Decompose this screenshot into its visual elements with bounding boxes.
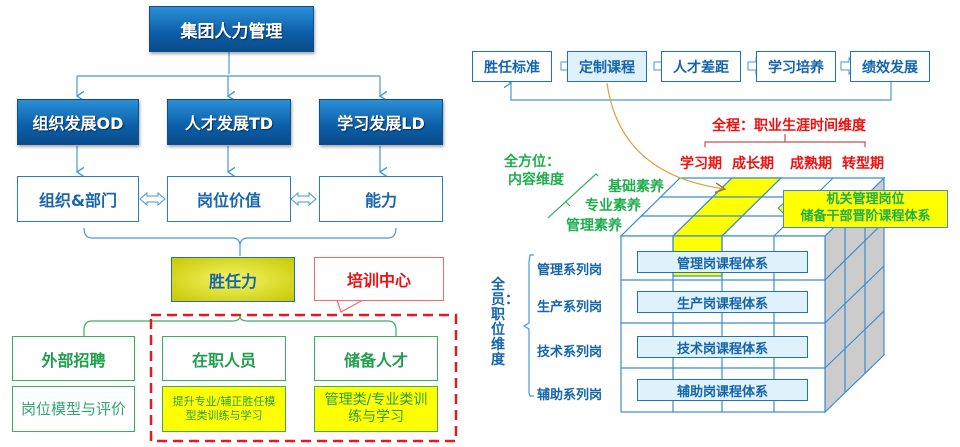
detail-reserve-talent: 管理类/专业类训练与学习 (314, 386, 438, 432)
period-transition: 转型期 (842, 156, 884, 172)
row-label-management: 管理系列岗 (537, 263, 603, 278)
detail-current-staff: 提升专业/辅正胜任模型类训练与学习 (162, 386, 286, 432)
flow-step-competency-standard: 胜任标准 (472, 51, 552, 82)
training-center-region (149, 313, 458, 443)
node-position-value: 岗位价值 (167, 176, 291, 222)
training-center-callout: 培训中心 (314, 257, 444, 301)
callout-line-2: 储备干部晋阶课程体系 (800, 209, 931, 224)
group-external-hire: 外部招聘 (12, 336, 135, 381)
group-current-staff: 在职人员 (162, 336, 286, 381)
node-ld: 学习发展LD (319, 99, 443, 145)
tree-connectors (77, 52, 397, 256)
row-label-technical: 技术系列岗 (537, 345, 603, 360)
period-learning: 学习期 (680, 156, 722, 172)
curved-arrow (606, 82, 725, 189)
course-management: 管理岗课程体系 (637, 251, 808, 273)
callout-line-1: 机关管理岗位 (826, 192, 905, 208)
group-reserve-talent: 储备人才 (314, 336, 438, 381)
course-production: 生产岗课程体系 (637, 291, 808, 313)
content-item-management: 管理素养 (566, 218, 622, 234)
detail-external-hire: 岗位模型与评价 (12, 386, 135, 432)
node-org-dept: 组织&部门 (17, 176, 139, 222)
flow-step-learning: 学习培养 (756, 51, 836, 82)
row-label-production: 生产系列岗 (537, 300, 603, 315)
content-item-professional: 专业素养 (585, 198, 641, 214)
course-auxiliary: 辅助岗课程体系 (637, 379, 808, 401)
time-dimension-title: 全程：职业生涯时间维度 (712, 118, 866, 134)
content-dimension-title-2: 内容维度 (508, 172, 564, 188)
feedback-loop (511, 81, 892, 101)
content-item-basic: 基础素养 (608, 179, 664, 195)
node-td: 人才发展TD (167, 99, 291, 145)
reserve-cadre-callout: 机关管理岗位 储备干部晋阶课程体系 (783, 190, 948, 228)
node-ability: 能力 (319, 176, 443, 222)
course-technical: 技术岗课程体系 (637, 336, 808, 358)
flow-step-performance: 绩效发展 (850, 51, 930, 82)
period-mature: 成熟期 (790, 156, 832, 172)
row-label-auxiliary: 辅助系列岗 (537, 388, 603, 403)
period-growth: 成长期 (732, 156, 774, 172)
flow-step-talent-gap: 人才差距 (661, 51, 741, 82)
double-arrow-icon (139, 191, 317, 207)
flow-step-custom-course: 定制课程 (567, 51, 647, 82)
node-od: 组织发展OD (17, 99, 139, 145)
competency-node: 胜任力 (171, 257, 295, 302)
root-node: 集团人力管理 (149, 6, 314, 52)
content-dimension-title-1: 全方位： (504, 154, 560, 170)
staff-dimension-title: 全员：职位维度 (491, 277, 519, 368)
